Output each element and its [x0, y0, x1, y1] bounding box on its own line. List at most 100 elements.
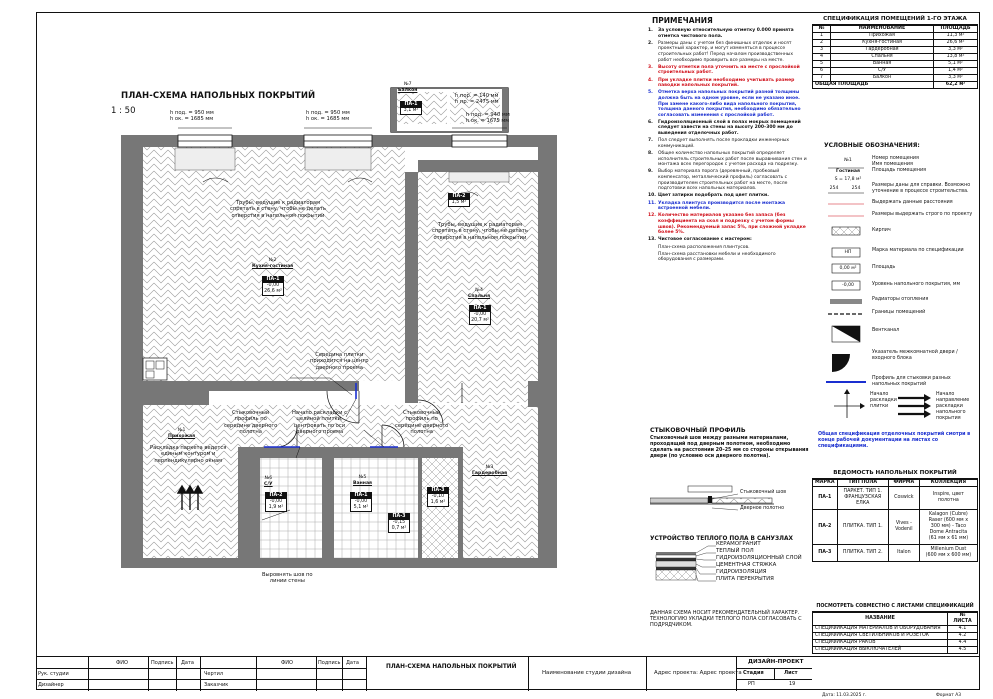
- title-block-divider: [256, 657, 257, 691]
- note-number: 1.: [648, 28, 653, 33]
- room-spec-total: ОБЩАЯ ПЛОЩАДЬ 62,2 м²: [812, 81, 978, 89]
- note-item: План-схема расположения плинтусов.: [648, 245, 808, 251]
- heated-layer-label: ЦЕМЕНТНАЯ СТЯЖКА: [716, 562, 777, 568]
- floor-area: 3,1 м²: [403, 108, 419, 113]
- floor-code: ПА-1: [351, 493, 371, 499]
- floor-code-balcony: ПА-1 3,1 м²: [400, 101, 422, 115]
- title-block-divider: [316, 657, 317, 691]
- window-sill-height: h под. = 950 мм: [306, 110, 350, 116]
- plan-scale: 1 : 50: [111, 106, 136, 116]
- heated-floor-note: ДАННАЯ СХЕМА НОСИТ РЕКОМЕНДАТЕЛЬНЫЙ ХАРА…: [650, 610, 802, 629]
- total-label: ОБЩАЯ ПЛОЩАДЬ: [812, 81, 934, 89]
- tb-date: Дата: 11.03.2025 г.: [822, 693, 867, 698]
- note-text: Пол следует выполнять после прокладки ин…: [658, 138, 790, 149]
- legend-dimension-a: 254: [829, 186, 839, 191]
- legend-item: Размеры даны для справки. Возможно уточн…: [872, 183, 971, 194]
- floor-code-bedroom-2: ПА-2 1,5 м²: [448, 193, 470, 207]
- room-name-cell: Ванная: [830, 60, 934, 68]
- floor-code: ПА-3: [428, 488, 448, 494]
- note-text: Количество материалов указано без запаса…: [658, 213, 806, 236]
- floor-code-bath-3: ПА-3 -0,15 0,7 м²: [388, 513, 410, 533]
- room-number: №6: [264, 476, 273, 481]
- callout-tile-start: Начало раскладки с целиной плитки, центр…: [292, 410, 348, 436]
- column-area: ПЛОЩАДЬ: [933, 25, 978, 33]
- legend-room-name: Гостиная: [836, 169, 860, 174]
- note-number: 2.: [648, 40, 653, 46]
- floor-finish-title: ВЕДОМОСТЬ НАПОЛЬНЫХ ПОКРЫТИЙ: [812, 468, 978, 479]
- note-item: 12.Количество материалов указано без зап…: [648, 213, 808, 235]
- threshold-height: h пор. = 140 мм: [455, 93, 499, 99]
- finish-collection-cell: Inspire, цвет полотна: [918, 486, 979, 510]
- outer-walls: [121, 135, 557, 568]
- note-item: 10.Цвет затирки подобрать под цвет плитк…: [648, 193, 808, 199]
- tb-project: ДИЗАЙН-ПРОЕКТ: [748, 659, 804, 665]
- floor-finish-schedule: ВЕДОМОСТЬ НАПОЛЬНЫХ ПОКРЫТИЙ МАРКА ТИП П…: [812, 468, 979, 562]
- room-name: Спальня: [468, 293, 491, 299]
- note-text: План-схема расположения плинтусов.: [658, 244, 750, 250]
- legend-item: Выдержать данные расстояния: [872, 200, 953, 205]
- note-number: 5.: [648, 90, 653, 96]
- heated-floor-diagram: [655, 545, 716, 582]
- room-name-cell: Кухня-гостиная: [830, 39, 934, 47]
- total-value: 62,2 м²: [933, 81, 978, 89]
- notes-list: 1.За условную относительную отметку 0.00…: [648, 28, 808, 263]
- finish-collection-cell: Kalagon (Cubre) Raser (600 мм x 300 мм) …: [918, 509, 979, 545]
- title-block-divider: [36, 679, 366, 680]
- note-text: План-схема расстановки мебели и необходи…: [658, 251, 776, 263]
- floor-area: 1,5 м²: [451, 200, 467, 205]
- note-item: 6.Гидроизоляционный слой в полах мокрых …: [648, 120, 808, 137]
- note-number: 8.: [648, 151, 653, 157]
- floor-code: ПА-1: [401, 102, 421, 108]
- floor-code: ПА-3: [389, 514, 409, 520]
- tb-stage-value: РП: [748, 681, 755, 687]
- profile-title: СТЫКОВОЧНЫЙ ПРОФИЛЬ: [650, 427, 746, 434]
- note-text: Общее количество напольных покрытий опре…: [658, 151, 807, 168]
- profile-section: СТЫКОВОЧНЫЙ ПРОФИЛЬ Стыковочный шов межд…: [650, 427, 810, 460]
- finish-type-cell: ПЛИТКА. ТИП 2.: [836, 544, 889, 562]
- related-sheets-header: НАЗВАНИЕ № ЛИСТА: [812, 612, 978, 626]
- room-number-cell: 2: [812, 39, 831, 47]
- profile-diagram: [650, 485, 774, 511]
- room-name: Кухня-гостиная: [252, 263, 294, 269]
- callout-tile-center: Середина плитки приходится на центр двер…: [310, 352, 369, 371]
- related-sheets-table: НАЗВАНИЕ № ЛИСТА СПЕЦИФИКАЦИЯ МАТЕРИАЛОВ…: [812, 612, 978, 654]
- finish-type-cell: ПЛИТКА. ТИП 1.: [836, 509, 889, 545]
- note-item: 1.За условную относительную отметку 0.00…: [648, 28, 808, 39]
- room-tag-bedroom: №4 Спальня: [468, 288, 490, 299]
- title-block-divider: [774, 668, 775, 679]
- note-number: 4.: [648, 77, 653, 83]
- room-number-cell: 5: [812, 60, 831, 68]
- legend-item: Кирпич: [872, 228, 891, 233]
- plan-title: ПЛАН-СХЕМА НАПОЛЬНЫХ ПОКРЫТИЙ: [121, 91, 316, 101]
- room-name: Балкон: [398, 87, 418, 93]
- room-area-cell: 26,6 м²: [933, 39, 978, 47]
- finish-brand-cell: Coswick: [887, 486, 920, 510]
- floor-code-living: ПА-1 -0,00 26,6 м²: [262, 276, 284, 296]
- tb-fio2-header: ФИО: [281, 660, 293, 666]
- window-label-3: h под. = 940 мм h ок. = 1675 мм: [466, 112, 510, 124]
- window-label-1: h под. = 950 мм h ок. = 1685 мм: [170, 110, 214, 122]
- door-label-balcony: h пор. = 140 мм h пр. = 2475 мм: [455, 93, 499, 105]
- note-text: Укладка плинтуса производится после монт…: [658, 200, 786, 212]
- doors: [276, 383, 463, 448]
- related-sheets-title: ПОСМОТРЕТЬ СОВМЕСТНО С ЛИСТАМИ СПЕЦИФИКА…: [812, 602, 978, 612]
- bath-floor: [334, 458, 418, 558]
- room-number: №4: [475, 288, 483, 293]
- room-number-cell: 6: [812, 67, 831, 75]
- entrance-arrows: [176, 484, 204, 510]
- note-number: 3.: [648, 64, 653, 70]
- note-item: 11.Укладка плинтуса производится после м…: [648, 201, 808, 212]
- heated-floor-title: УСТРОЙСТВО ТЕПЛОГО ПОЛА В САНУЗЛАХ: [650, 536, 793, 542]
- floor-code-bath: ПА-1 -0,00 5,1 м²: [350, 492, 372, 512]
- tb-format: Формат А3: [936, 693, 962, 698]
- room-area-cell: 1,4 м²: [933, 67, 978, 75]
